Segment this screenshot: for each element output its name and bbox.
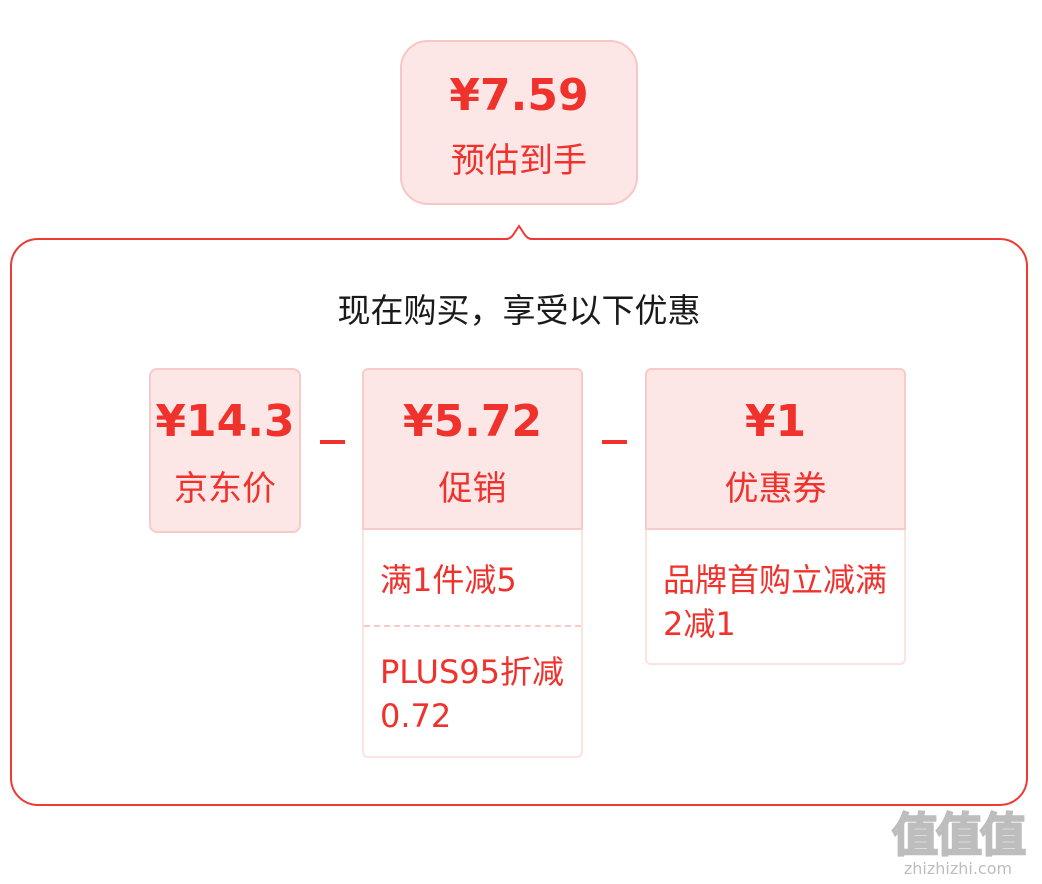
minus-operator	[602, 440, 627, 444]
coupon-label: 优惠券	[724, 469, 827, 509]
promotion-item: PLUS95折减0.72	[380, 653, 564, 735]
coupon-value: ¥1	[744, 396, 807, 447]
estimated-price: ¥7.59	[449, 70, 589, 121]
promotion-details	[362, 530, 583, 758]
panel-subtitle: 现在购买，享受以下优惠	[337, 291, 701, 330]
estimated-price-label: 预估到手	[451, 141, 587, 181]
coupon-details	[645, 530, 906, 665]
jd-price-value: ¥14.3	[155, 396, 295, 447]
promotion-item: 满1件减5	[380, 561, 517, 599]
watermark-glyphs: 值值值	[891, 808, 1027, 862]
watermark-url: zhizhizhi.com	[903, 859, 1013, 878]
estimated-price-card: ¥7.59 预估到手	[400, 40, 638, 205]
promotion-box: ¥5.72 促销	[362, 368, 583, 530]
coupon-item: 品牌首购立减满2减1	[663, 561, 888, 643]
minus-operator	[320, 440, 345, 444]
promotion-label: 促销	[438, 469, 507, 509]
promotion-value: ¥5.72	[402, 396, 543, 447]
coupon-box: ¥1 优惠券	[645, 368, 906, 530]
panel-pointer	[496, 218, 542, 242]
jd-price-box: ¥14.3 京东价	[149, 368, 301, 533]
dashed-divider	[364, 625, 581, 627]
jd-price-label: 京东价	[174, 469, 276, 509]
watermark-logo: 值值值 zhizhizhi.com	[888, 808, 1028, 878]
